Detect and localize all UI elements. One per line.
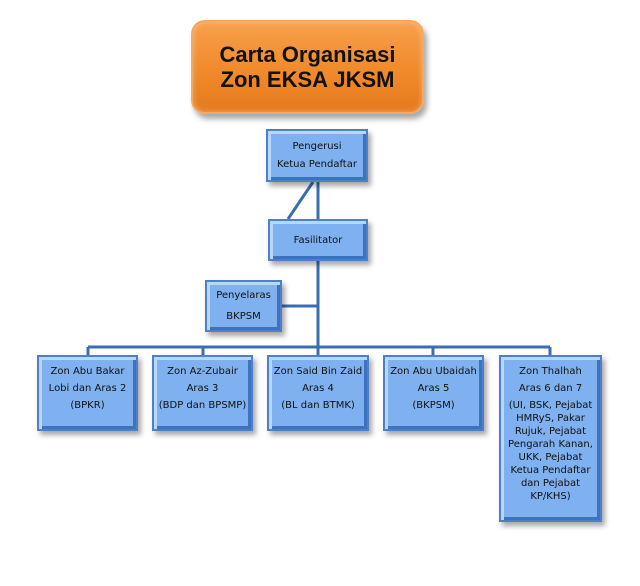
- zone-name: Zon Said Bin Zaid: [273, 366, 363, 377]
- penyelaras-title: Penyelaras: [216, 290, 271, 301]
- zone-units-line-8: KP/KHS): [530, 491, 571, 502]
- fasilitator-label: Fasilitator: [293, 234, 343, 246]
- zone-name: Zon Az-Zubair: [167, 366, 238, 377]
- chart-title: Carta Organisasi Zon EKSA JKSM: [191, 20, 424, 114]
- node-zone-abu-bakar: Zon Abu Bakar Lobi dan Aras 2 (BPKR): [37, 355, 138, 431]
- penyelaras-unit: BKPSM: [226, 311, 261, 322]
- title-line-2: Zon EKSA JKSM: [220, 67, 395, 92]
- node-zone-thalhah: Zon Thalhah Aras 6 dan 7 (UI, BSK, Pejab…: [499, 355, 602, 522]
- zone-units: (BL dan BTMK): [281, 400, 355, 411]
- zone-floor: Aras 4: [302, 383, 334, 394]
- pengerusi-role: Ketua Pendaftar: [277, 159, 357, 170]
- zone-units-line-1: (UI, BSK, Pejabat: [508, 400, 593, 411]
- zone-floor: Aras 6 dan 7: [518, 383, 583, 394]
- zone-units-line-3: Rujuk, Pejabat: [514, 426, 587, 437]
- zone-floor: Aras 5: [417, 383, 450, 394]
- zone-units: (BKPSM): [412, 400, 455, 411]
- node-pengerusi: Pengerusi Ketua Pendaftar: [266, 129, 368, 182]
- zone-units-line-7: dan Pejabat: [520, 478, 581, 489]
- zone-floor: Aras 3: [186, 383, 219, 394]
- node-fasilitator: Fasilitator: [268, 219, 368, 261]
- title-line-1: Carta Organisasi: [219, 42, 396, 67]
- node-zone-abu-ubaidah: Zon Abu Ubaidah Aras 5 (BKPSM): [383, 355, 484, 431]
- zone-units-line-4: Pengarah Kanan,: [508, 439, 593, 450]
- zone-floor: Lobi dan Aras 2: [48, 383, 127, 394]
- zone-name: Zon Thalhah: [519, 366, 582, 377]
- zone-units-line-2: HMRyS, Pakar: [516, 413, 585, 424]
- connector-diagonal: [286, 181, 315, 220]
- node-penyelaras: Penyelaras BKPSM: [205, 280, 282, 332]
- zone-name: Zon Abu Ubaidah: [390, 366, 477, 377]
- zone-name: Zon Abu Bakar: [50, 366, 125, 377]
- node-zone-said-bin-zaid: Zon Said Bin Zaid Aras 4 (BL dan BTMK): [267, 355, 369, 431]
- node-zone-az-zubair: Zon Az-Zubair Aras 3 (BDP dan BPSMP): [152, 355, 253, 431]
- zone-units-line-5: UKK, Pejabat: [518, 452, 583, 463]
- zone-units: (BDP dan BPSMP): [158, 400, 247, 411]
- zone-units: (BPKR): [70, 400, 105, 411]
- pengerusi-title: Pengerusi: [292, 141, 342, 152]
- zone-units-line-6: Ketua Pendaftar: [510, 465, 591, 476]
